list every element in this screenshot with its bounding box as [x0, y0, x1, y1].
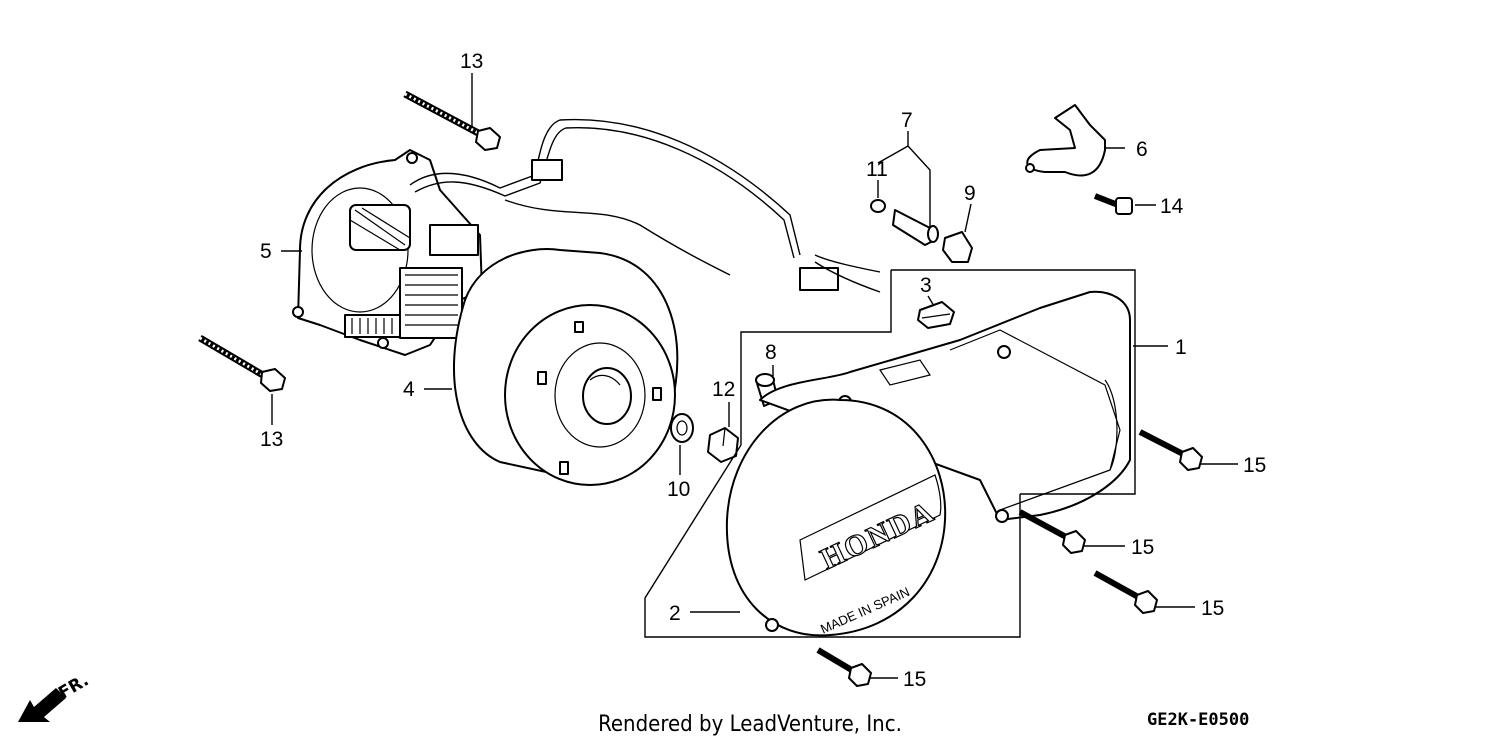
bolt-15-c[interactable]: [1093, 570, 1158, 614]
callout-15-a: 15: [1243, 454, 1266, 477]
leader-lines: [271, 73, 1238, 679]
callout-15-d: 15: [903, 668, 926, 691]
callout-2: 2: [669, 602, 681, 625]
seal-9[interactable]: [942, 231, 973, 263]
callout-7: 7: [901, 109, 913, 132]
callout-11: 11: [866, 158, 888, 181]
callout-5: 5: [260, 240, 272, 263]
outer-cover-2[interactable]: HONDA MADE IN SPAIN: [725, 398, 947, 637]
diagram-code: GE2K-E0500: [1147, 710, 1250, 730]
callout-9: 9: [964, 182, 976, 205]
callout-12: 12: [712, 378, 735, 401]
callout-15-b: 15: [1131, 536, 1154, 559]
bolt-14[interactable]: [1093, 193, 1133, 215]
shaft-assembly-7[interactable]: [892, 209, 939, 246]
bolt-15-d[interactable]: [816, 647, 872, 687]
bolt-15-b[interactable]: [1018, 509, 1086, 554]
callout-8: 8: [765, 341, 777, 364]
render-credit: Rendered by LeadVenture, Inc.: [598, 712, 902, 737]
callout-13-upper: 13: [460, 50, 483, 73]
callout-14: 14: [1160, 195, 1184, 218]
stator-5[interactable]: [292, 149, 483, 356]
bolt-13-upper[interactable]: [403, 90, 501, 151]
o-ring-11[interactable]: [870, 199, 886, 213]
callout-13-lower: 13: [260, 428, 283, 451]
callout-1: 1: [1175, 336, 1187, 359]
crankcase-cover-1[interactable]: [759, 290, 1131, 523]
callout-15-c: 15: [1201, 597, 1224, 620]
callout-6: 6: [1136, 138, 1148, 161]
wire-harness: [409, 118, 881, 293]
bolt-15-a[interactable]: [1138, 429, 1203, 471]
bracket-6[interactable]: [1025, 104, 1106, 177]
washer-10[interactable]: [670, 413, 694, 443]
callout-4: 4: [403, 378, 415, 401]
nut-12[interactable]: [707, 427, 739, 463]
callout-10: 10: [667, 478, 690, 501]
flywheel-4[interactable]: [453, 248, 679, 486]
bolt-13-lower[interactable]: [198, 334, 286, 392]
grommet-3[interactable]: [917, 301, 955, 329]
callout-3: 3: [920, 274, 932, 297]
